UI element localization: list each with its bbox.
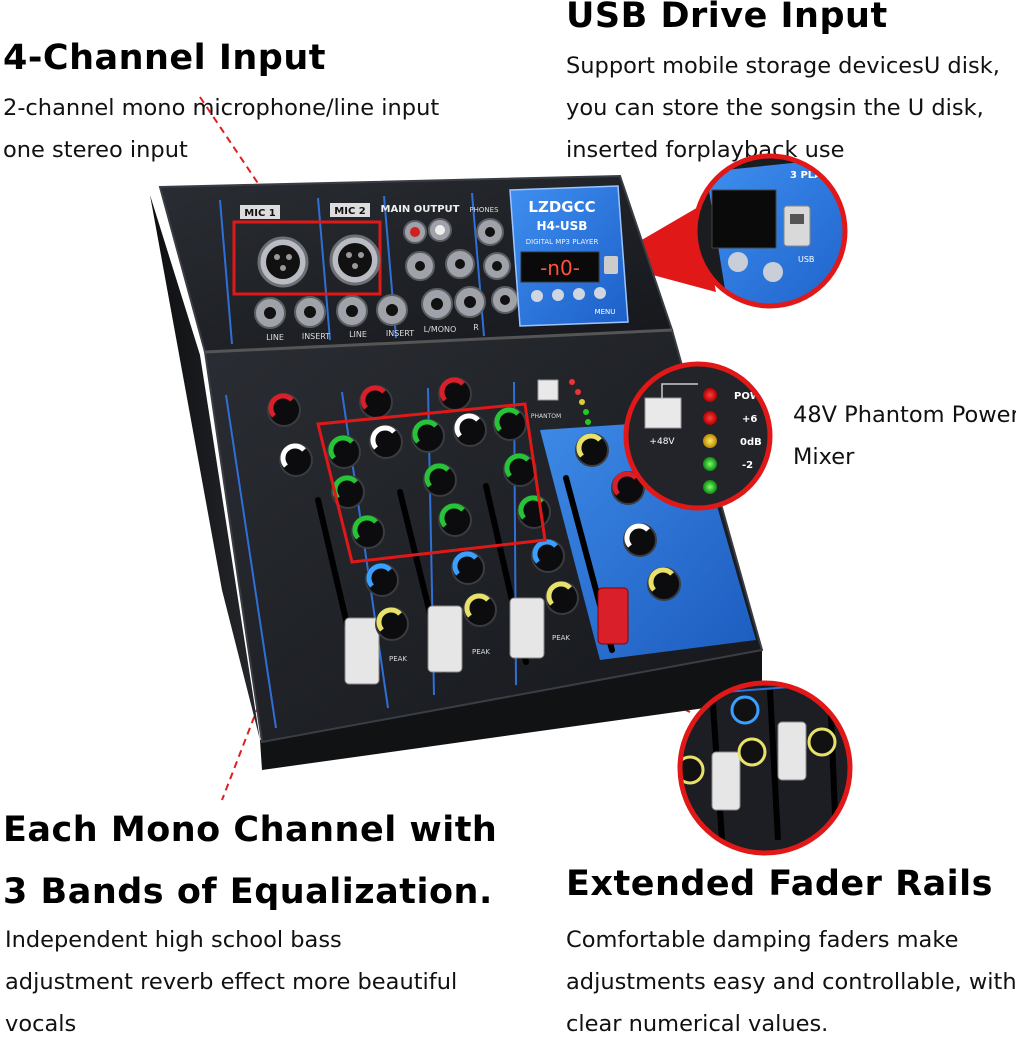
phantom-zoom-48v: +48V: [649, 437, 675, 447]
eq-line-2: adjustment reverb effect more beautiful: [5, 969, 458, 995]
usb-zoom-circle: 3 PLAYER USB: [695, 156, 845, 306]
fader-line-2: adjustments easy and controllable, with: [566, 969, 1016, 995]
knob-indicator: [612, 471, 638, 496]
usb-line-1: Support mobile storage devicesU disk,: [566, 53, 1000, 79]
phantom-button: [537, 379, 559, 401]
knob-indicator: [366, 563, 392, 588]
mixer-side-left: [150, 195, 260, 740]
insert-label-1: INSERT: [302, 332, 330, 341]
lcd-display: [520, 251, 600, 283]
main-output-label: MAIN OUTPUT: [381, 204, 460, 215]
knob-indicator: [494, 407, 520, 432]
four-channel-line-2: one stereo input: [3, 137, 188, 163]
knob-indicator: [370, 425, 396, 450]
eq-highlight-box: [316, 402, 547, 564]
mic2-label: MIC 2: [334, 206, 365, 217]
brand-label: LZDGCC: [528, 198, 595, 216]
knob-indicator: [439, 377, 465, 402]
four-channel-line-1: 2-channel mono microphone/line input: [3, 95, 440, 121]
xlr-connector-2: [329, 234, 381, 286]
usb-zoom-player-label: 3 PLAYER: [790, 170, 843, 181]
usb-callout-wedge: [604, 206, 716, 292]
knob-indicator: [648, 567, 674, 592]
knob-indicator: [360, 385, 386, 410]
eq-title-line-2: 3 Bands of Equalization.: [3, 872, 493, 912]
knob-indicator: [464, 593, 490, 618]
peak-label-2: PEAK: [472, 648, 490, 656]
mixer-front-bottom: [260, 650, 762, 770]
usb-line-2: you can store the songsin the U disk,: [566, 95, 984, 121]
phantom-zoom-power: POWER: [734, 391, 776, 402]
knob-indicator: [454, 413, 480, 438]
usb-port: [604, 256, 618, 274]
fader-line-1: Comfortable damping faders make: [566, 927, 959, 953]
line-label-1: LINE: [266, 333, 284, 342]
knob-indicator: [452, 551, 478, 576]
knob-indicator: [268, 393, 294, 418]
knob-indicator: [546, 581, 572, 606]
four-channel-title: 4-Channel Input: [3, 38, 326, 78]
usb-line-3: inserted forplayback use: [566, 137, 845, 163]
knob-indicator: [376, 607, 402, 632]
usb-title: USB Drive Input: [566, 0, 888, 36]
fader-title: Extended Fader Rails: [566, 864, 994, 904]
phantom-line-1: 48V Phantom Power: [793, 402, 1016, 428]
usb-zoom-usb-label: USB: [798, 255, 814, 264]
eq-title-line-1: Each Mono Channel with: [3, 810, 498, 850]
xlr-connector-1: [257, 236, 309, 288]
phones-label: PHONES: [469, 206, 499, 214]
knob-indicator: [532, 539, 558, 564]
line-label-2: LINE: [349, 330, 367, 339]
r-label: R: [473, 323, 479, 332]
knob-indicator: [280, 443, 306, 468]
fader-line-3: clear numerical values.: [566, 1011, 829, 1037]
knob-indicator: [328, 435, 354, 460]
phantom-btn-label: PHANTOM: [531, 413, 561, 420]
phantom-zoom-circle: +48V POWER +6 0dB -2: [626, 364, 776, 508]
player-label: DIGITAL MP3 PLAYER: [526, 238, 599, 246]
knob-indicator: [624, 523, 650, 548]
phantom-zoom-minus2: -2: [742, 460, 753, 471]
phantom-line-2: Mixer: [793, 444, 855, 470]
knob-indicator: [504, 453, 530, 478]
peak-label-3: PEAK: [552, 634, 570, 642]
phantom-zoom-plus6: +6: [742, 414, 757, 425]
knob-indicator: [352, 515, 378, 540]
eq-line-1: Independent high school bass: [5, 927, 342, 953]
lcd-display-text: -n0-: [540, 256, 580, 280]
phantom-zoom-0db: 0dB: [740, 437, 762, 448]
peak-label-1: PEAK: [389, 655, 407, 663]
mic1-label: MIC 1: [244, 208, 275, 219]
player-buttons: [531, 287, 606, 302]
model-label: H4-USB: [537, 219, 588, 233]
knob-indicator: [412, 419, 438, 444]
knob-indicator: [424, 463, 450, 488]
knob-indicator: [576, 433, 602, 458]
insert-label-2: INSERT: [386, 329, 414, 338]
lmono-label: L/MONO: [424, 325, 457, 334]
menu-label: MENU: [595, 308, 616, 316]
phantom-leds: [569, 379, 591, 425]
eq-line-3: vocals: [5, 1011, 77, 1037]
fader-caps: [344, 587, 629, 685]
knob-indicator: [439, 503, 465, 528]
phantom-zoom-button: [644, 397, 682, 429]
